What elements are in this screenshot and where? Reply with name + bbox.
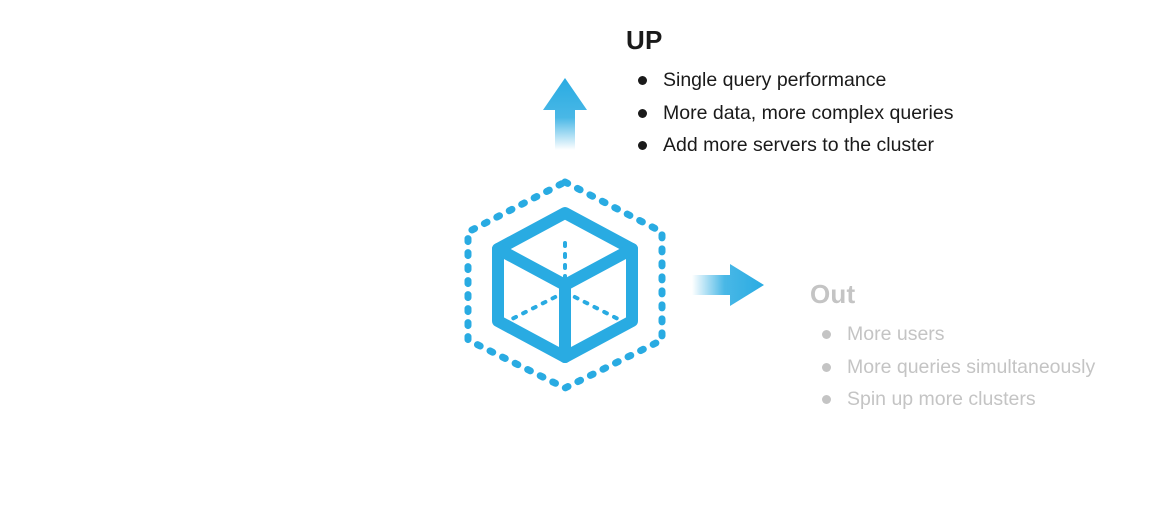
list-item: Add more servers to the cluster bbox=[626, 129, 953, 162]
bullet-icon bbox=[822, 330, 831, 339]
scale-up-panel: UP Single query performance More data, m… bbox=[626, 24, 953, 162]
bullet-icon bbox=[638, 76, 647, 85]
list-item: Single query performance bbox=[626, 64, 953, 97]
outer-dashed-hexagon bbox=[464, 178, 666, 392]
bullet-icon bbox=[638, 108, 647, 118]
scale-cube-icon bbox=[464, 178, 666, 392]
scale-out-list: More users More queries simultaneously S… bbox=[810, 318, 1095, 416]
list-item-text: Add more servers to the cluster bbox=[663, 134, 934, 156]
list-item-text: More users bbox=[847, 323, 945, 345]
list-item-text: Spin up more clusters bbox=[847, 388, 1036, 410]
list-item: More data, more complex queries bbox=[626, 97, 953, 130]
list-item-text: More queries simultaneously bbox=[847, 355, 1096, 378]
list-item: Spin up more clusters bbox=[810, 383, 1095, 416]
hidden-cube-edges bbox=[508, 241, 622, 322]
list-item: More users bbox=[810, 318, 1095, 351]
list-item-text: Single query performance bbox=[663, 69, 887, 91]
bullet-icon bbox=[638, 141, 647, 150]
list-item: More queries simultaneously bbox=[810, 351, 1095, 384]
arrow-right-icon bbox=[692, 264, 764, 306]
scale-up-title: UP bbox=[626, 25, 663, 55]
scale-out-panel: Out More users More queries simultaneous… bbox=[810, 278, 1095, 416]
scale-up-list: Single query performance More data, more… bbox=[626, 64, 953, 162]
arrow-up-icon bbox=[543, 78, 587, 150]
bullet-icon bbox=[822, 395, 831, 404]
solid-cube bbox=[492, 207, 638, 363]
scale-out-title: Out bbox=[810, 279, 856, 309]
bullet-icon bbox=[822, 362, 831, 372]
list-item-text: More data, more complex queries bbox=[663, 101, 954, 124]
